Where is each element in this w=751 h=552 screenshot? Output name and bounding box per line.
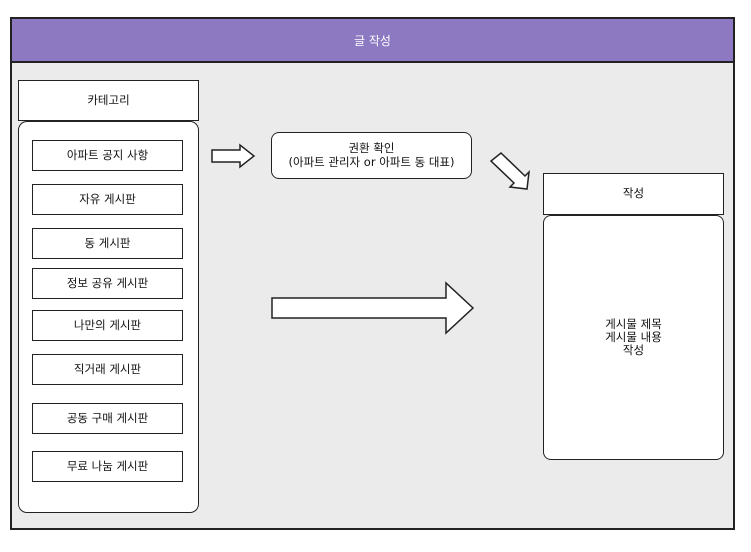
content-box: 게시물 제목 게시물 내용 작성 [543,215,724,460]
board-item-label: 나만의 게시판 [73,317,142,332]
board-item-notice[interactable]: 아파트 공지 사항 [32,140,183,171]
board-item-info[interactable]: 정보 공유 게시판 [32,268,183,299]
arrow-to-auth-icon [211,143,256,169]
arrow-to-write-icon [489,152,530,190]
board-item-label: 공동 구매 게시판 [66,410,149,425]
page-title: 글 작성 [354,33,391,48]
auth-check-box: 권환 확인 (아파트 관리자 or 아파트 동 대표) [271,132,472,179]
auth-line-2: (아파트 관리자 or 아파트 동 대표) [288,154,455,169]
board-item-label: 자유 게시판 [79,191,136,206]
board-item-label: 무료 나눔 게시판 [66,458,149,473]
page-header: 글 작성 [10,17,735,63]
category-label: 카테고리 [87,92,130,107]
board-item-mine[interactable]: 나만의 게시판 [32,310,183,341]
board-item-trade[interactable]: 직거래 게시판 [32,354,183,385]
board-item-dong[interactable]: 동 게시판 [32,228,183,259]
board-item-label: 동 게시판 [84,235,131,250]
content-line-1: 게시물 제목 [605,316,662,331]
auth-line-1: 권환 확인 [348,141,395,156]
content-line-2: 게시물 내용 [605,329,662,344]
board-item-groupbuy[interactable]: 공동 구매 게시판 [32,403,183,434]
content-line-3: 작성 [622,343,645,358]
big-arrow-right-icon [271,281,475,335]
write-button[interactable]: 작성 [543,173,724,215]
board-item-label: 정보 공유 게시판 [66,275,149,290]
category-box[interactable]: 카테고리 [18,80,199,121]
board-item-label: 직거래 게시판 [73,361,142,376]
board-item-giveaway[interactable]: 무료 나눔 게시판 [32,451,183,482]
write-label: 작성 [622,186,645,201]
board-item-label: 아파트 공지 사항 [66,147,149,162]
board-item-free[interactable]: 자유 게시판 [32,184,183,215]
